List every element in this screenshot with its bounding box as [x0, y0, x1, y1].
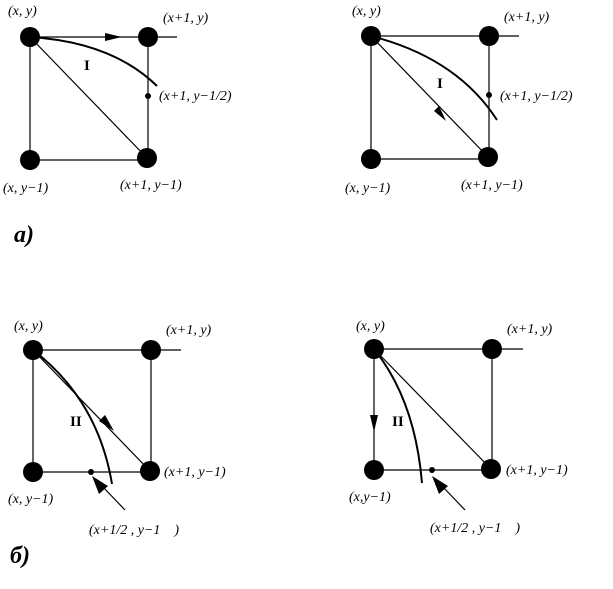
label-bottom-right: (x+1, y−1): [506, 463, 568, 478]
section-label-a: а): [14, 222, 34, 248]
pixel-top-right: [479, 26, 499, 46]
label-bottom-right: (x+1, y−1): [164, 465, 226, 480]
pointer-line: [442, 486, 466, 511]
label-top-left: (x, y): [356, 319, 385, 334]
pointer-arrow-icon: [432, 476, 448, 494]
diagonal: [373, 348, 492, 470]
circle-arc: [32, 349, 113, 485]
section-label-b: б): [10, 543, 30, 569]
pixel-top-left: [23, 340, 43, 360]
pointer-arrow-icon: [92, 476, 108, 494]
region-label: I: [84, 58, 90, 74]
arrow-diagonal-icon: [434, 106, 446, 121]
pixel-top-right: [141, 340, 161, 360]
pixel-bottom-left: [23, 462, 43, 482]
pixel-top-right: [482, 339, 502, 359]
circle-arc: [29, 36, 158, 87]
label-bottom-left: (x, y−1): [345, 181, 391, 196]
label-top-left: (x, y): [8, 4, 37, 19]
diagonal: [32, 349, 151, 472]
circle-arc: [370, 35, 498, 121]
pixel-bottom-right: [140, 461, 160, 481]
circle-arc: [373, 348, 423, 484]
midpoint-marker: [486, 92, 492, 98]
label-top-right: (x+1, y): [504, 10, 550, 25]
midpoint-marker: [145, 93, 151, 99]
arrow-down-icon: [370, 415, 378, 432]
label-bottom-left: (x, y−1): [3, 181, 49, 196]
pixel-bottom-right: [137, 148, 157, 168]
pixel-top-left: [364, 339, 384, 359]
diagonal: [370, 35, 489, 158]
pixel-bottom-right: [481, 459, 501, 479]
panel-a-left: I (x, y) (x+1, y) (x, y−1) (x+1, y−1) (x…: [3, 4, 232, 196]
pixel-top-right: [138, 27, 158, 47]
pixel-top-left: [20, 27, 40, 47]
panel-b-left: II (x, y) (x+1, y) (x, y−1) (x+1, y−1) (…: [8, 319, 226, 538]
pixel-bottom-left: [20, 150, 40, 170]
pointer-line: [102, 486, 126, 511]
label-midpoint: (x+1, y−1/2): [500, 89, 573, 104]
region-label: II: [70, 414, 82, 430]
midpoint-marker: [88, 469, 94, 475]
region-label: II: [392, 414, 404, 430]
label-top-right: (x+1, y): [507, 322, 553, 337]
pixel-top-left: [361, 26, 381, 46]
arrow-right-icon: [105, 33, 122, 41]
region-label: I: [437, 76, 443, 92]
label-bottom-left: (x,y−1): [349, 490, 391, 505]
diagonal: [29, 36, 148, 159]
panel-b-right: II (x, y) (x+1, y) (x,y−1) (x+1, y−1) (x…: [349, 319, 568, 536]
label-midpoint: (x+1, y−1/2): [159, 89, 232, 104]
arrow-diagonal-icon: [99, 415, 114, 431]
label-top-left: (x, y): [352, 4, 381, 19]
midpoint-marker: [429, 467, 435, 473]
label-top-left: (x, y): [14, 319, 43, 334]
label-top-right: (x+1, y): [166, 323, 212, 338]
label-midpoint: (x+1/2 , y−1 ): [89, 523, 179, 538]
label-bottom-right: (x+1, y−1): [120, 178, 182, 193]
label-bottom-right: (x+1, y−1): [461, 178, 523, 193]
panel-a-right: I (x, y) (x+1, y) (x, y−1) (x+1, y−1) (x…: [345, 4, 573, 196]
pixel-bottom-left: [364, 460, 384, 480]
label-midpoint: (x+1/2 , y−1 ): [430, 521, 520, 536]
pixel-bottom-right: [478, 147, 498, 167]
pixel-bottom-left: [361, 149, 381, 169]
label-top-right: (x+1, y): [163, 11, 209, 26]
label-bottom-left: (x, y−1): [8, 492, 54, 507]
